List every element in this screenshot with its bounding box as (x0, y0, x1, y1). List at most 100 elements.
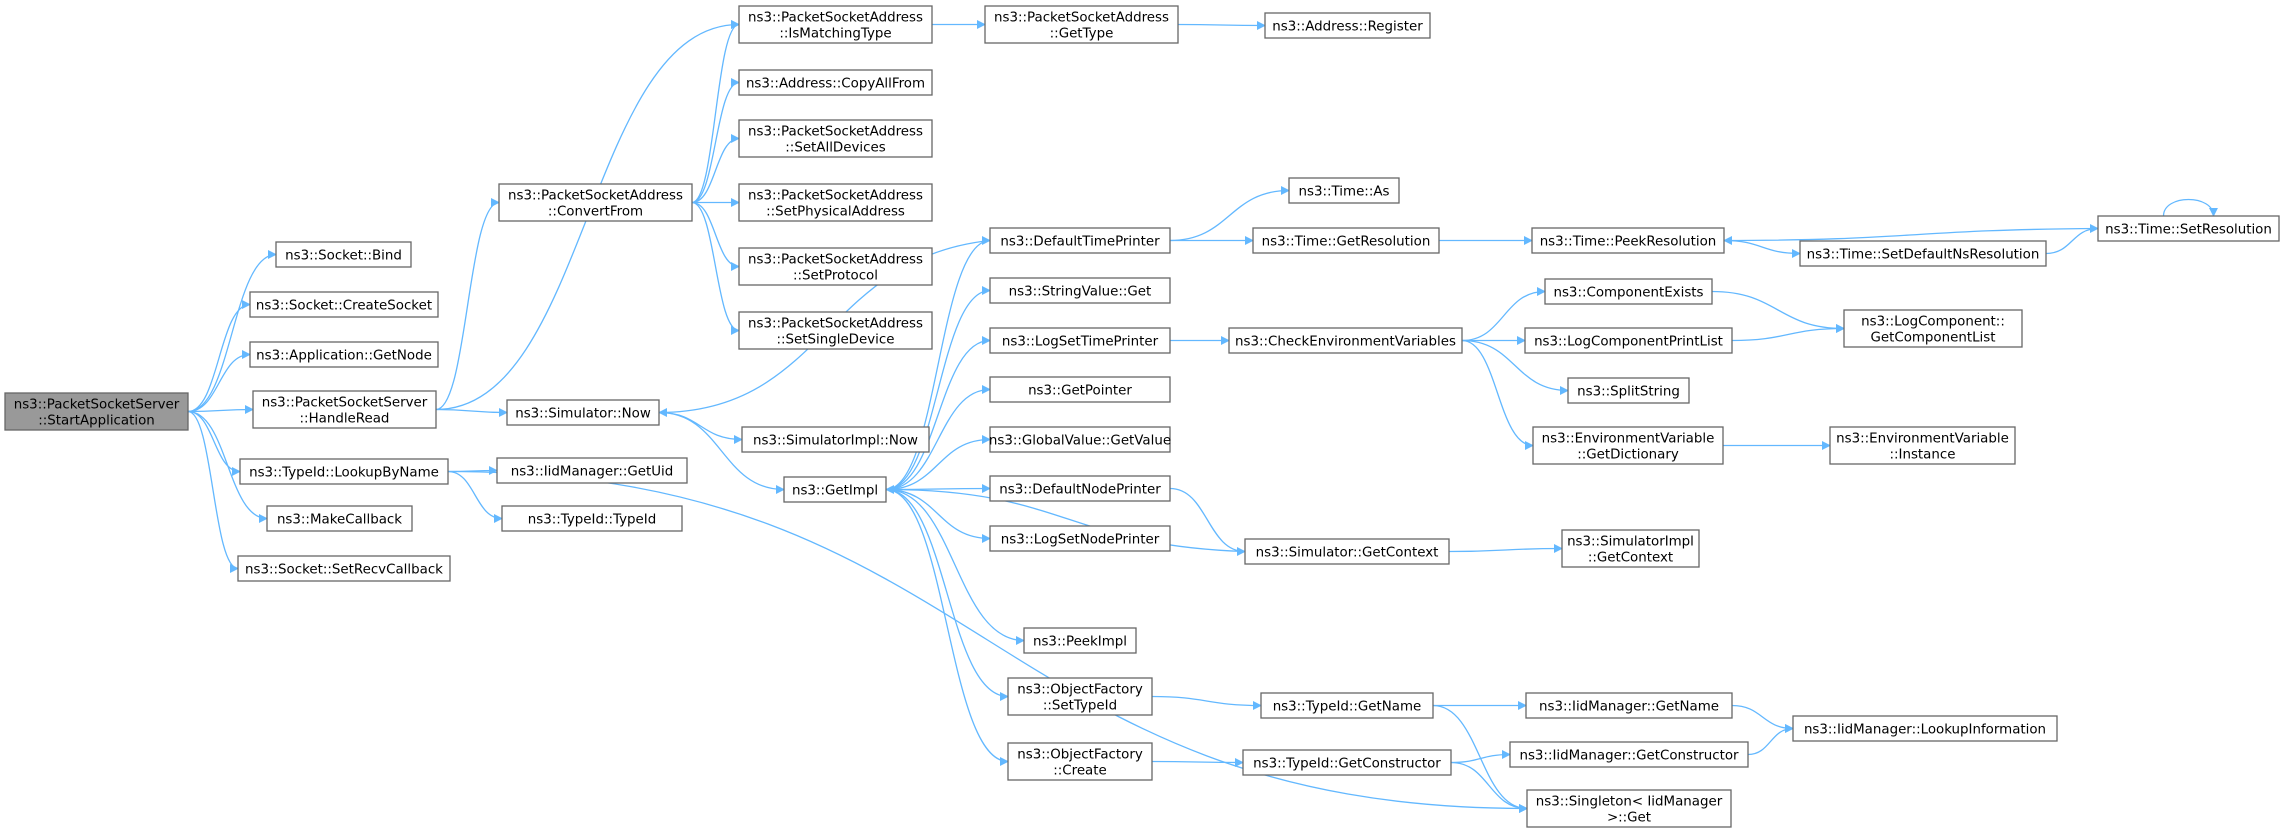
node-simnow[interactable]: ns3::Simulator::Now (506, 399, 660, 426)
node-label: ns3::ComponentExists (1553, 286, 1703, 301)
node-ofcreate[interactable]: ns3::ObjectFactory::Create (1007, 742, 1153, 781)
node-createsocket[interactable]: ns3::Socket::CreateSocket (249, 291, 439, 318)
node-label: ns3::Socket::Bind (285, 249, 402, 264)
edge-root-to-makecallback (187, 410, 268, 524)
node-typeidctor[interactable]: ns3::TypeId::TypeId (501, 505, 683, 532)
node-root[interactable]: ns3::PacketSocketServer::StartApplicatio… (4, 392, 189, 431)
edge-typeidgetctor-to-singletonget (1450, 761, 1528, 814)
node-label: ns3::Socket::SetRecvCallback (245, 563, 443, 578)
node-box (498, 183, 693, 222)
node-defaulttimeprinter[interactable]: ns3::DefaultTimePrinter (989, 227, 1171, 254)
edge-getimpl-to-defaulttimeprinter (885, 235, 991, 491)
node-label: ns3::GlobalValue::GetValue (989, 434, 1171, 449)
node-makecallback[interactable]: ns3::MakeCallback (266, 505, 413, 532)
node-componentexists[interactable]: ns3::ComponentExists (1544, 278, 1713, 305)
node-label: ns3::EnvironmentVariable (1836, 432, 2009, 447)
node-box (249, 341, 439, 368)
node-box (275, 241, 412, 268)
node-label: ns3::PacketSocketAddress (748, 189, 923, 204)
edge-timesetdefaultns-to-timesetres (2045, 223, 2099, 255)
node-iidgetctor[interactable]: ns3::IidManager::GetConstructor (1509, 741, 1749, 768)
node-box (989, 277, 1171, 304)
node-setprotocol[interactable]: ns3::PacketSocketAddress::SetProtocol (738, 247, 933, 286)
node-psagettype[interactable]: ns3::PacketSocketAddress::GetType (984, 5, 1179, 44)
node-typeidgetctor[interactable]: ns3::TypeId::GetConstructor (1242, 749, 1452, 776)
node-box (1525, 692, 1733, 719)
node-iidgetuid[interactable]: ns3::IidManager::GetUid (496, 457, 688, 484)
node-simgetcontext[interactable]: ns3::Simulator::GetContext (1244, 538, 1450, 565)
node-getnode[interactable]: ns3::Application::GetNode (249, 341, 439, 368)
node-simimplnow[interactable]: ns3::SimulatorImpl::Now (741, 426, 930, 453)
node-stringvalueget[interactable]: ns3::StringValue::Get (989, 277, 1171, 304)
node-envgetdict[interactable]: ns3::EnvironmentVariable::GetDictionary (1532, 426, 1724, 465)
edge-checkenv-to-envgetdict (1461, 339, 1534, 451)
node-label: ns3::EnvironmentVariable (1542, 432, 1715, 447)
node-getimpl[interactable]: ns3::GetImpl (783, 476, 887, 503)
node-typeidgetname[interactable]: ns3::TypeId::GetName (1260, 692, 1434, 719)
node-globalvaluegetvalue[interactable]: ns3::GlobalValue::GetValue (989, 426, 1171, 453)
node-timegetres[interactable]: ns3::Time::GetResolution (1252, 227, 1440, 254)
node-envinstance[interactable]: ns3::EnvironmentVariable::Instance (1829, 426, 2016, 465)
edge-convertfrom-to-setalldevices (691, 133, 740, 204)
node-label: ::Instance (1890, 448, 1956, 463)
edge-getimpl-to-globalvaluegetvalue (885, 434, 991, 491)
node-timeas[interactable]: ns3::Time::As (1288, 177, 1400, 204)
node-label: ns3::StringValue::Get (1009, 285, 1152, 300)
node-setrecvcallback[interactable]: ns3::Socket::SetRecvCallback (237, 555, 451, 582)
node-convertfrom[interactable]: ns3::PacketSocketAddress::ConvertFrom (498, 183, 693, 222)
node-box (1288, 177, 1400, 204)
node-ismatchingtype[interactable]: ns3::PacketSocketAddress::IsMatchingType (738, 5, 933, 44)
node-splitstring[interactable]: ns3::SplitString (1567, 377, 1690, 404)
node-lookupbyname[interactable]: ns3::TypeId::LookupByName (239, 458, 449, 485)
node-label: ns3::Time::SetResolution (2105, 223, 2272, 238)
edge-getimpl-to-ofcreate (885, 488, 1009, 767)
node-box (1264, 12, 1431, 39)
edge-simnow-to-getimpl (658, 411, 785, 495)
node-setphysaddr[interactable]: ns3::PacketSocketAddress::SetPhysicalAdd… (738, 183, 933, 222)
node-setalldevices[interactable]: ns3::PacketSocketAddress::SetAllDevices (738, 119, 933, 158)
node-label: ns3::IidManager::GetName (1539, 700, 1719, 715)
node-checkenv[interactable]: ns3::CheckEnvironmentVariables (1228, 327, 1463, 354)
node-label: ::GetContext (1588, 551, 1673, 566)
node-box (989, 327, 1171, 354)
node-box (501, 505, 683, 532)
node-singletonget[interactable]: ns3::Singleton< IidManager>::Get (1526, 789, 1732, 828)
node-logcompprintlist[interactable]: ns3::LogComponentPrintList (1524, 327, 1733, 354)
node-label: ns3::Time::SetDefaultNsResolution (1807, 248, 2040, 263)
node-box (506, 399, 660, 426)
node-box (1561, 529, 1700, 568)
node-box (1244, 538, 1450, 565)
node-handleread[interactable]: ns3::PacketSocketServer::HandleRead (252, 390, 437, 429)
node-iidlookupinfo[interactable]: ns3::IidManager::LookupInformation (1792, 715, 2058, 742)
edge-typeidgetctor-to-iidgetctor (1450, 749, 1511, 764)
node-label: ns3::Address::Register (1272, 20, 1423, 35)
node-copyallfrom[interactable]: ns3::Address::CopyAllFrom (738, 69, 933, 96)
node-ofsettypeid[interactable]: ns3::ObjectFactory::SetTypeId (1007, 677, 1153, 716)
node-timepeekres[interactable]: ns3::Time::PeekResolution (1531, 227, 1725, 254)
node-logcompgetlist[interactable]: ns3::LogComponent::GetComponentList (1843, 309, 2023, 348)
node-label: ns3::PacketSocketAddress (508, 189, 683, 204)
node-setsingledevice[interactable]: ns3::PacketSocketAddress::SetSingleDevic… (738, 311, 933, 350)
node-bind[interactable]: ns3::Socket::Bind (275, 241, 412, 268)
node-iidgetname[interactable]: ns3::IidManager::GetName (1525, 692, 1733, 719)
node-peekimpl[interactable]: ns3::PeekImpl (1023, 627, 1137, 654)
edge-root-to-createsocket (187, 299, 251, 413)
edge-simgetcontext-to-simimplgetcontext (1448, 543, 1563, 554)
node-box (1567, 377, 1690, 404)
edge-componentexists-to-logcompgetlist (1711, 290, 1845, 334)
node-defaultnodeprinter[interactable]: ns3::DefaultNodePrinter (989, 475, 1171, 502)
node-box (989, 475, 1171, 502)
node-timesetres[interactable]: ns3::Time::SetResolution (2097, 215, 2280, 242)
node-simimplgetcontext[interactable]: ns3::SimulatorImpl::GetContext (1561, 529, 1700, 568)
node-logsettimeprinter[interactable]: ns3::LogSetTimePrinter (989, 327, 1171, 354)
node-label: ns3::PacketSocketAddress (748, 253, 923, 268)
node-timesetdefaultns[interactable]: ns3::Time::SetDefaultNsResolution (1799, 240, 2047, 267)
node-label: ns3::Time::PeekResolution (1540, 235, 1717, 250)
node-logsetnodeprinter[interactable]: ns3::LogSetNodePrinter (989, 525, 1171, 552)
node-box (989, 376, 1171, 403)
node-label: ::ConvertFrom (548, 205, 643, 220)
edge-timesetres-to-timesetres (2162, 198, 2219, 217)
node-getpointer[interactable]: ns3::GetPointer (989, 376, 1171, 403)
node-addrregister[interactable]: ns3::Address::Register (1264, 12, 1431, 39)
edge-root-to-handleread (187, 404, 254, 415)
